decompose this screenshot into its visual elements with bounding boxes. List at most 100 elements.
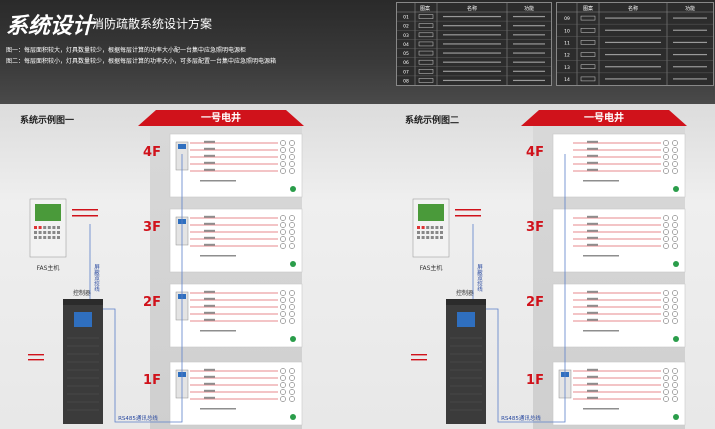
circuit-label bbox=[587, 304, 598, 307]
fas-key-icon bbox=[52, 231, 56, 234]
fas-key-icon bbox=[57, 226, 60, 229]
lamp-icon bbox=[289, 311, 295, 317]
circuit-label bbox=[204, 382, 215, 385]
exit-sign-icon bbox=[673, 336, 679, 342]
lamp-icon bbox=[672, 311, 678, 317]
exit-sign-icon bbox=[673, 186, 679, 192]
circuit-label bbox=[204, 154, 215, 157]
diagram-title-2: 系统示例图二 bbox=[405, 116, 460, 126]
exit-sign-icon bbox=[290, 414, 296, 420]
lamp-icon bbox=[663, 304, 669, 310]
legend-row-code: 04 bbox=[403, 42, 409, 48]
lamp-icon bbox=[672, 297, 678, 303]
lamp-icon bbox=[289, 243, 295, 249]
fas-key-icon bbox=[417, 231, 420, 234]
bus-line bbox=[103, 308, 183, 423]
lamp-icon bbox=[280, 229, 286, 235]
lamp-icon bbox=[280, 389, 286, 395]
legend-symbol-icon bbox=[580, 40, 596, 45]
fas-annotation bbox=[455, 209, 481, 211]
lamp-icon bbox=[663, 140, 669, 146]
legend-name-placeholder bbox=[443, 25, 501, 27]
fas-key-icon bbox=[430, 236, 434, 239]
legend-function-placeholder bbox=[513, 34, 545, 36]
floor-panel-1f: 1F bbox=[526, 361, 686, 426]
legend-function-placeholder bbox=[673, 17, 707, 19]
circuit-label bbox=[204, 304, 215, 307]
legend-row-code: 12 bbox=[564, 53, 570, 59]
legend-row-code: 08 bbox=[403, 78, 409, 84]
circuit-label bbox=[587, 168, 598, 171]
fas-key-icon bbox=[38, 226, 42, 229]
floor-panel-1f: 1F bbox=[143, 361, 303, 426]
legend-symbol-icon bbox=[418, 69, 434, 74]
legend-row-code: 01 bbox=[403, 15, 409, 21]
lamp-icon bbox=[280, 243, 286, 249]
legend-function-placeholder bbox=[513, 70, 545, 72]
legend-function-placeholder bbox=[513, 43, 545, 45]
legend-function-placeholder bbox=[513, 52, 545, 54]
fas-key-icon bbox=[440, 231, 443, 234]
fas-key-icon bbox=[43, 236, 47, 239]
fas-key-icon bbox=[52, 226, 56, 229]
lamp-icon bbox=[280, 311, 286, 317]
lamp-icon bbox=[289, 222, 295, 228]
lamp-icon bbox=[672, 222, 678, 228]
lamp-icon bbox=[289, 140, 295, 146]
legend-header-name: 名称 bbox=[628, 5, 638, 12]
circuit-label bbox=[587, 375, 598, 378]
lamp-icon bbox=[280, 318, 286, 324]
lamp-icon bbox=[289, 375, 295, 381]
shaft-title: 一号电井 bbox=[201, 111, 241, 124]
legend-function-placeholder bbox=[673, 66, 707, 68]
legend-row-code: 10 bbox=[564, 28, 570, 34]
lamp-icon bbox=[672, 290, 678, 296]
cabinet-annotation bbox=[411, 354, 427, 356]
circuit-label bbox=[587, 161, 598, 164]
floor-board bbox=[169, 133, 303, 198]
lamp-icon bbox=[289, 168, 295, 174]
fas-key-icon bbox=[435, 236, 439, 239]
fas-host-label: FAS主机 bbox=[420, 264, 443, 272]
lamp-icon bbox=[672, 215, 678, 221]
lamp-icon bbox=[280, 382, 286, 388]
floor-label: 3F bbox=[526, 220, 544, 235]
cabinet-screen bbox=[74, 312, 92, 327]
lamp-icon bbox=[289, 229, 295, 235]
lamp-icon bbox=[672, 168, 678, 174]
lamp-icon bbox=[289, 215, 295, 221]
fas-host-label: FAS主机 bbox=[37, 264, 60, 272]
circuit-label bbox=[204, 375, 215, 378]
lamp-icon bbox=[663, 229, 669, 235]
floor-panel-4f: 4F bbox=[143, 133, 303, 198]
circuit-label bbox=[587, 318, 598, 321]
legend-function-placeholder bbox=[513, 25, 545, 27]
lamp-icon bbox=[663, 161, 669, 167]
legend-symbol-icon bbox=[418, 14, 434, 19]
floor-panel-3f: 3F bbox=[526, 208, 686, 273]
lamp-icon bbox=[280, 147, 286, 153]
fas-annotation bbox=[455, 215, 481, 217]
legend-symbol-icon bbox=[418, 32, 434, 38]
fas-key-icon bbox=[430, 231, 434, 234]
cabinet-label: 控制器 bbox=[456, 289, 474, 297]
legend-row-code: 11 bbox=[564, 40, 570, 46]
circuit-label bbox=[204, 222, 215, 225]
fas-key-icon bbox=[435, 231, 439, 234]
lamp-icon bbox=[289, 297, 295, 303]
shaft-title: 一号电井 bbox=[584, 111, 624, 124]
circuit-label bbox=[587, 222, 598, 225]
floor-label: 4F bbox=[526, 145, 544, 160]
lamp-icon bbox=[663, 311, 669, 317]
cabinet-annotation bbox=[28, 359, 44, 361]
circuit-label bbox=[204, 147, 215, 150]
circuit-label bbox=[587, 140, 598, 143]
lamp-icon bbox=[663, 290, 669, 296]
lamp-icon bbox=[672, 161, 678, 167]
legend-row-code: 02 bbox=[403, 24, 409, 30]
fas-key-icon bbox=[440, 226, 443, 229]
lamp-icon bbox=[672, 318, 678, 324]
fas-key-icon bbox=[47, 226, 51, 229]
